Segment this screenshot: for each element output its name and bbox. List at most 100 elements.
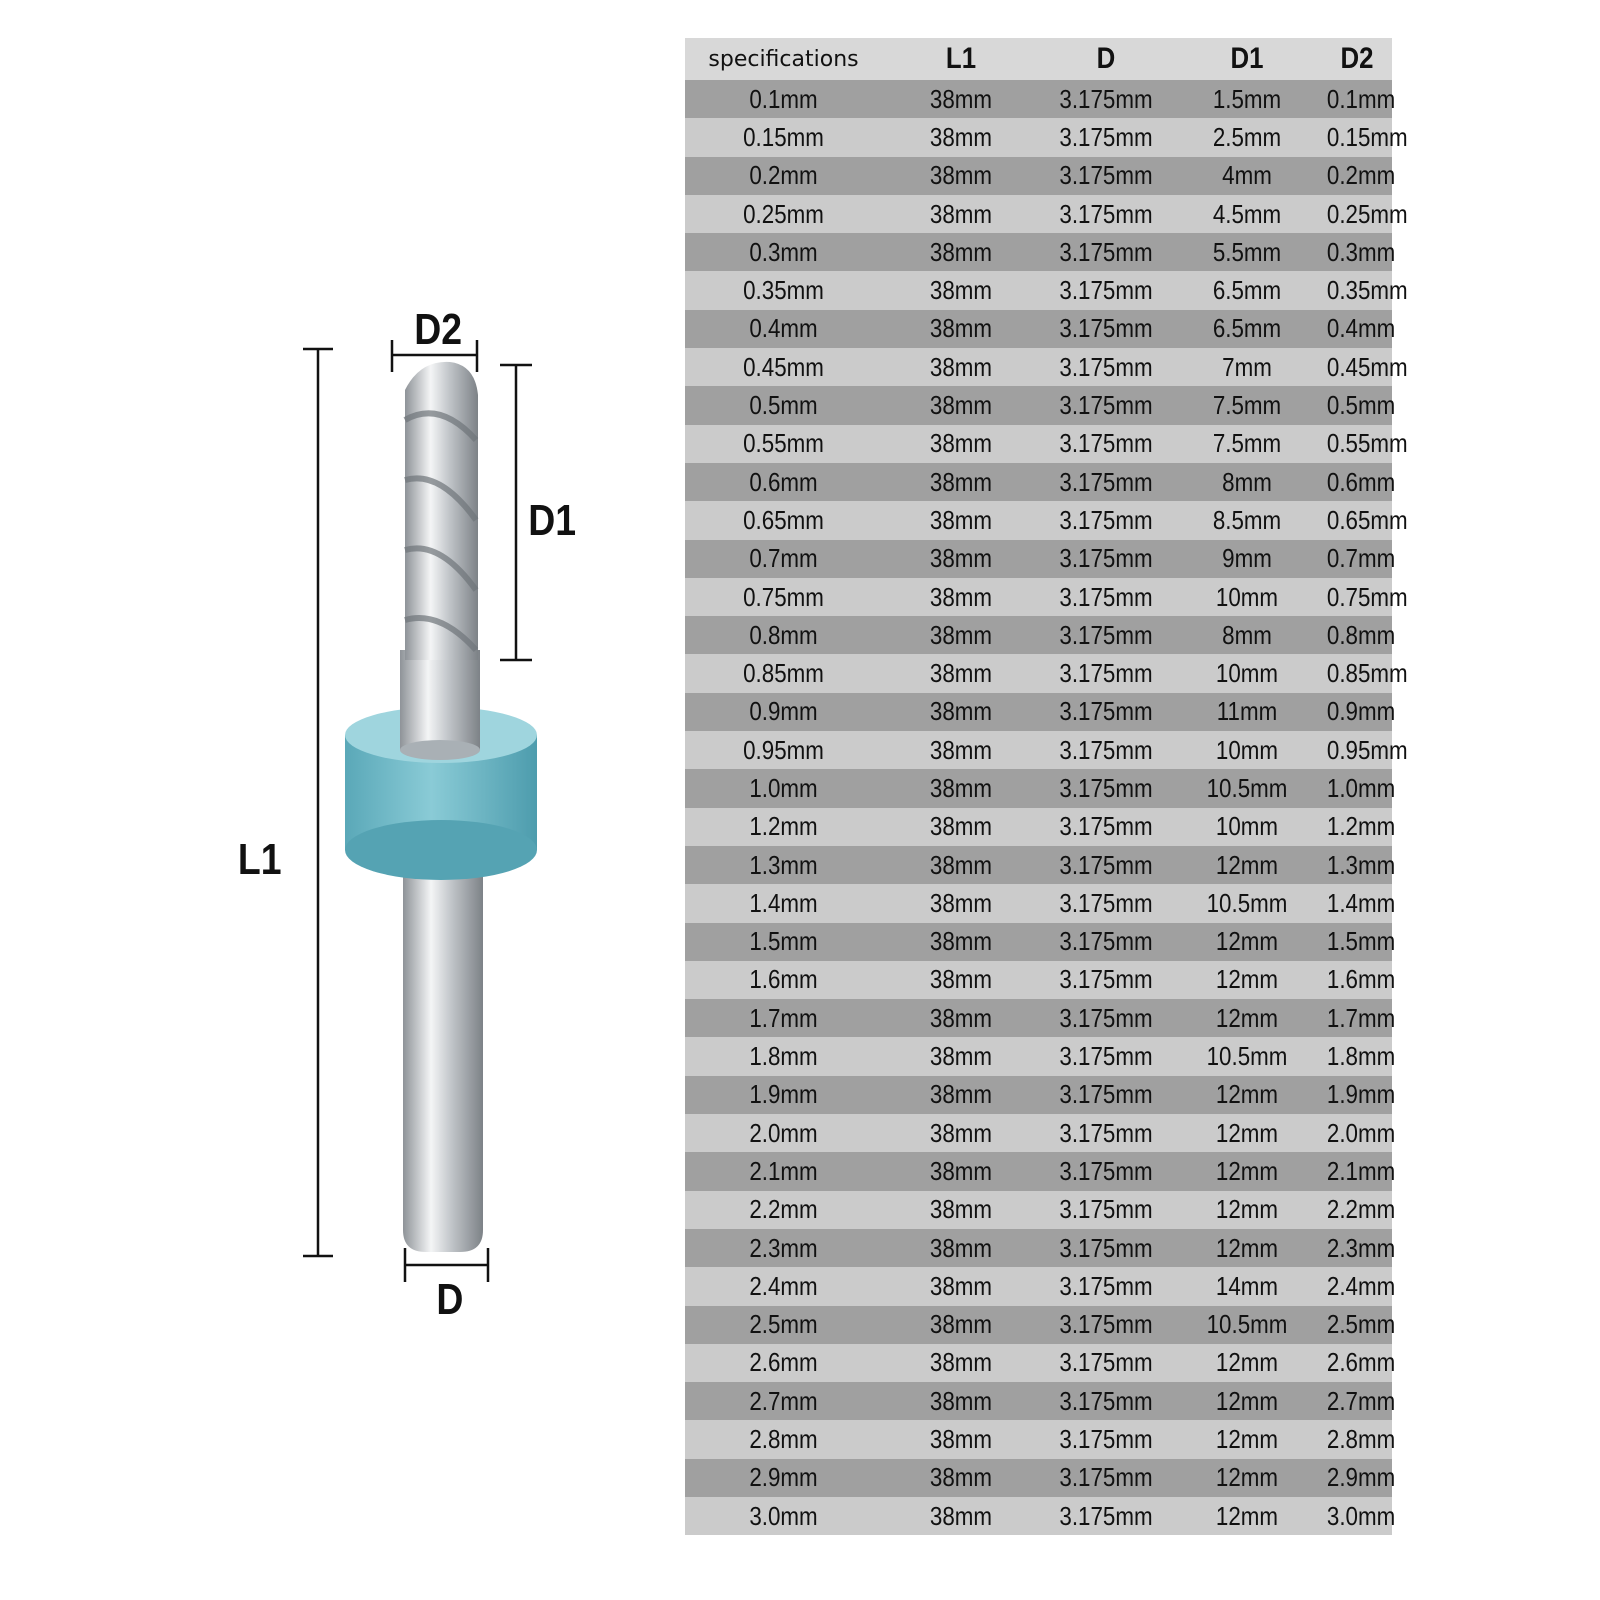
cell-spec: 2.5mm	[749, 1309, 818, 1340]
cell-d1: 12mm	[1215, 1002, 1279, 1033]
cell-spec: 2.3mm	[749, 1232, 818, 1263]
cell-d2: 1.3mm	[1326, 849, 1396, 880]
cell-d1: 5.5mm	[1212, 236, 1282, 267]
cell-d: 3.175mm	[1059, 811, 1153, 842]
header-d: D	[1096, 42, 1116, 75]
cell-d2: 0.85mm	[1326, 658, 1408, 689]
label-d: D	[436, 1275, 464, 1324]
cell-spec: 0.3mm	[749, 236, 818, 267]
cell-spec: 0.9mm	[749, 696, 818, 727]
cell-d: 3.175mm	[1059, 1309, 1153, 1340]
cell-d1: 10mm	[1215, 734, 1279, 765]
cell-d: 3.175mm	[1059, 1462, 1153, 1493]
header-specifications: specifications	[708, 46, 859, 72]
cell-l1: 38mm	[929, 1347, 993, 1378]
header-l1: L1	[945, 42, 977, 75]
cell-d1: 9mm	[1222, 543, 1272, 574]
cell-l1: 38mm	[929, 1500, 993, 1531]
cell-d: 3.175mm	[1059, 504, 1153, 535]
cell-d: 3.175mm	[1059, 160, 1153, 191]
cell-l1: 38mm	[929, 581, 993, 612]
cell-spec: 3.0mm	[749, 1500, 818, 1531]
drill-shank	[403, 860, 483, 1252]
cell-spec: 0.75mm	[743, 581, 824, 612]
cell-d2: 1.2mm	[1326, 811, 1396, 842]
cell-d: 3.175mm	[1059, 1002, 1153, 1033]
cell-d2: 2.3mm	[1326, 1232, 1396, 1263]
header-d2: D2	[1340, 42, 1374, 75]
cell-l1: 38mm	[929, 1041, 993, 1072]
cell-d2: 2.4mm	[1326, 1270, 1396, 1301]
table-header-row: specifications L1 D D1 D2	[685, 38, 1392, 80]
cell-l1: 38mm	[929, 198, 993, 229]
cell-l1: 38mm	[929, 428, 993, 459]
cell-d: 3.175mm	[1059, 1385, 1153, 1416]
cell-d1: 12mm	[1215, 1500, 1279, 1531]
cell-d1: 11mm	[1216, 696, 1278, 727]
cell-d2: 0.1mm	[1326, 83, 1396, 114]
cell-d2: 1.4mm	[1326, 887, 1396, 918]
cell-l1: 38mm	[929, 1079, 993, 1110]
cell-d1: 7mm	[1222, 351, 1272, 382]
cell-d1: 10mm	[1215, 658, 1279, 689]
cell-d2: 1.0mm	[1326, 772, 1396, 803]
cell-d2: 1.5mm	[1326, 926, 1396, 957]
cell-l1: 38mm	[929, 734, 993, 765]
cell-d2: 0.95mm	[1326, 734, 1408, 765]
cell-d2: 0.35mm	[1326, 275, 1408, 306]
cell-spec: 0.2mm	[749, 160, 818, 191]
cell-d1: 12mm	[1215, 1385, 1279, 1416]
cell-d: 3.175mm	[1059, 1270, 1153, 1301]
cell-d1: 10.5mm	[1206, 1309, 1288, 1340]
cell-d2: 0.6mm	[1326, 466, 1396, 497]
cell-l1: 38mm	[929, 1232, 993, 1263]
cell-d1: 8mm	[1222, 619, 1272, 650]
label-d2: D2	[414, 305, 463, 354]
cell-d: 3.175mm	[1059, 236, 1153, 267]
cell-l1: 38mm	[929, 236, 993, 267]
cell-d2: 0.8mm	[1326, 619, 1396, 650]
cell-l1: 38mm	[929, 1424, 993, 1455]
cell-spec: 1.2mm	[749, 811, 818, 842]
cell-d1: 1.5mm	[1212, 83, 1282, 114]
cell-d: 3.175mm	[1059, 1347, 1153, 1378]
cell-d2: 0.3mm	[1326, 236, 1396, 267]
cell-d: 3.175mm	[1059, 926, 1153, 957]
cell-spec: 1.7mm	[749, 1002, 818, 1033]
cell-d: 3.175mm	[1059, 351, 1153, 382]
cell-d1: 12mm	[1215, 849, 1279, 880]
cell-spec: 0.15mm	[743, 121, 824, 152]
cell-d1: 4.5mm	[1212, 198, 1282, 229]
cell-d: 3.175mm	[1059, 1194, 1153, 1225]
cell-d1: 12mm	[1215, 1079, 1279, 1110]
cell-d: 3.175mm	[1059, 313, 1153, 344]
cell-d: 3.175mm	[1059, 1424, 1153, 1455]
cell-d2: 0.4mm	[1326, 313, 1396, 344]
d1-dimension-line	[500, 363, 532, 662]
cell-spec: 2.8mm	[749, 1424, 818, 1455]
cell-spec: 0.35mm	[743, 275, 824, 306]
cell-d: 3.175mm	[1059, 696, 1153, 727]
cell-spec: 1.6mm	[749, 964, 818, 995]
cell-d: 3.175mm	[1059, 1041, 1153, 1072]
header-d1: D1	[1230, 42, 1264, 75]
cell-d: 3.175mm	[1059, 1079, 1153, 1110]
cell-d: 3.175mm	[1059, 734, 1153, 765]
cell-spec: 2.6mm	[749, 1347, 818, 1378]
cell-l1: 38mm	[929, 849, 993, 880]
cell-d1: 14mm	[1215, 1270, 1279, 1301]
cell-l1: 38mm	[929, 658, 993, 689]
cell-l1: 38mm	[929, 1309, 993, 1340]
cell-d2: 3.0mm	[1326, 1500, 1396, 1531]
